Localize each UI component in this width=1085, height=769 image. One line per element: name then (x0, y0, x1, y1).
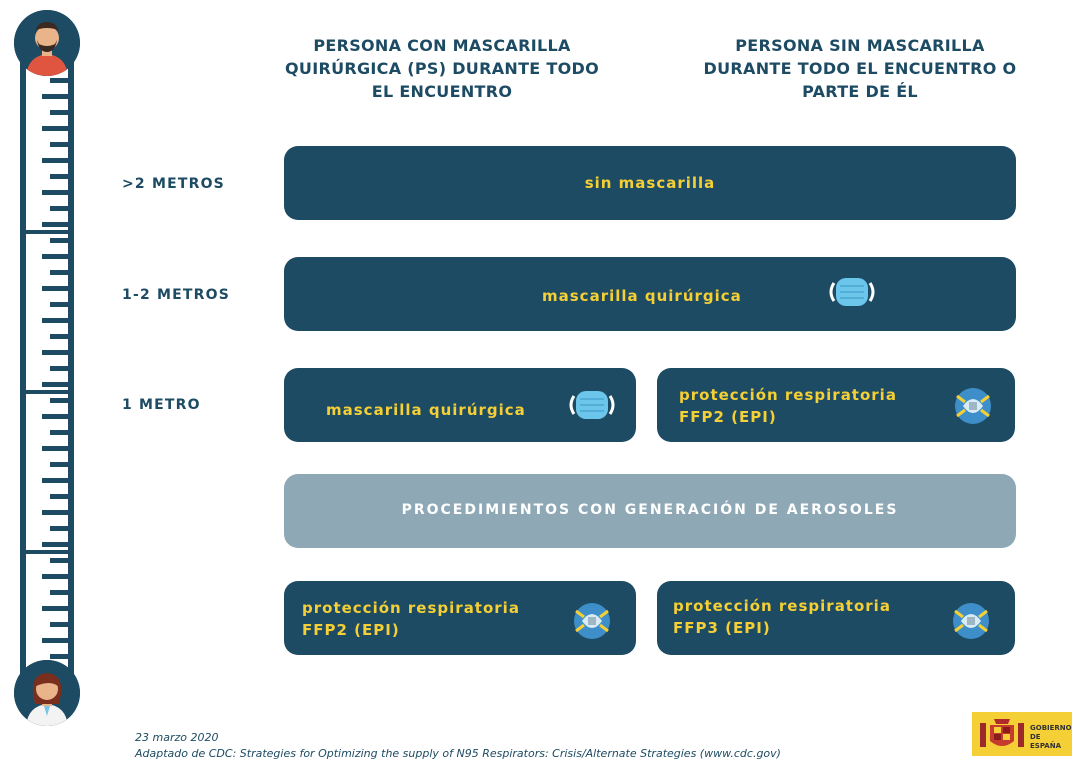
footer-source: Adaptado de CDC: Strategies for Optimizi… (135, 747, 781, 760)
ruler-tick (50, 206, 68, 211)
ruler-tick (50, 174, 68, 179)
gobierno-espana-logo: GOBIERNO DE ESPAÑA (972, 712, 1072, 756)
surgical-mask-icon (826, 275, 878, 309)
ruler-tick (50, 558, 68, 563)
ruler-tick (42, 94, 68, 99)
ruler-tick (42, 542, 68, 547)
ruler-tick (42, 254, 68, 259)
ruler-tick (50, 494, 68, 499)
header-without-mask: PERSONA SIN MASCARILLA DURANTE TODO EL E… (703, 36, 1017, 101)
ruler-tick (50, 110, 68, 115)
ruler-tick (42, 382, 68, 387)
ruler-tick (50, 270, 68, 275)
respirator-icon (572, 601, 612, 641)
panel-aerosoles-text: PROCEDIMIENTOS CON GENERACIÓN DE AEROSOL… (401, 502, 899, 518)
ruler-tick (50, 238, 68, 243)
ruler-section-divider (26, 550, 68, 554)
ruler-tick (42, 478, 68, 483)
ruler-tick (50, 462, 68, 467)
panel-aerosoles: PROCEDIMIENTOS CON GENERACIÓN DE AEROSOL… (284, 474, 1016, 548)
footer-date: 23 marzo 2020 (135, 731, 219, 744)
ruler-tick (50, 334, 68, 339)
panel-sin-mascarilla: sin mascarilla (284, 146, 1016, 220)
panel-mascarilla-left: mascarilla quirúrgica (284, 368, 636, 442)
panel-mascarilla-wide-text: mascarilla quirúrgica (542, 287, 742, 305)
ruler-tick (42, 606, 68, 611)
surgical-mask-icon (566, 388, 618, 422)
ruler-tick (50, 78, 68, 83)
ruler-tick (42, 222, 68, 227)
panel-sin-mascarilla-text: sin mascarilla (584, 174, 716, 192)
ruler-tick (42, 414, 68, 419)
distance-ruler (20, 60, 74, 680)
ruler-tick (42, 638, 68, 643)
ruler-tick (42, 350, 68, 355)
ruler-tick (50, 142, 68, 147)
doctor-avatar-icon (14, 660, 80, 726)
ruler-tick (42, 446, 68, 451)
ruler-tick (50, 654, 68, 659)
ruler-tick (42, 286, 68, 291)
panel-ffp2-right-line2: FFP2 (EPI) (679, 408, 777, 426)
gobierno-line1: GOBIERNO (1030, 724, 1072, 732)
person-avatar-icon (14, 10, 80, 76)
respirator-icon (951, 601, 991, 641)
ruler-tick (42, 190, 68, 195)
ruler-tick (50, 398, 68, 403)
row-label-over-2m: >2 METROS (122, 176, 225, 192)
ruler-tick (50, 526, 68, 531)
gobierno-text: GOBIERNO DE ESPAÑA (1030, 724, 1072, 751)
ruler-section-divider (26, 390, 68, 394)
ruler-section-divider (26, 230, 68, 234)
ruler-tick (42, 126, 68, 131)
ruler-tick (42, 318, 68, 323)
panel-ffp3-line1: protección respiratoria (673, 597, 891, 615)
panel-ffp2-left-text: protección respiratoria FFP2 (EPI) (302, 597, 520, 641)
panel-ffp3-line2: FFP3 (EPI) (673, 619, 771, 637)
panel-ffp2-left-line2: FFP2 (EPI) (302, 621, 400, 639)
ruler-tick (50, 366, 68, 371)
gobierno-line2: DE ESPAÑA (1030, 733, 1062, 750)
panel-mascarilla-wide: mascarilla quirúrgica (284, 257, 1016, 331)
ruler-tick (50, 430, 68, 435)
ruler-tick (42, 158, 68, 163)
ruler-tick (50, 302, 68, 307)
row-label-1-2m: 1-2 METROS (122, 287, 230, 303)
panel-ffp2-left: protección respiratoria FFP2 (EPI) (284, 581, 636, 655)
panel-ffp2-right-line1: protección respiratoria (679, 386, 897, 404)
ruler-tick (42, 574, 68, 579)
header-with-mask: PERSONA CON MASCARILLA QUIRÚRGICA (PS) D… (285, 36, 599, 101)
row-label-1m: 1 METRO (122, 397, 201, 413)
panel-ffp3-text: protección respiratoria FFP3 (EPI) (673, 595, 891, 639)
ruler-tick (50, 590, 68, 595)
coat-of-arms-icon (980, 719, 1024, 747)
panel-ffp2-right-text: protección respiratoria FFP2 (EPI) (679, 384, 897, 428)
panel-ffp2-right: protección respiratoria FFP2 (EPI) (657, 368, 1015, 442)
respirator-icon (953, 386, 993, 426)
panel-ffp2-left-line1: protección respiratoria (302, 599, 520, 617)
panel-ffp3: protección respiratoria FFP3 (EPI) (657, 581, 1015, 655)
ruler-tick (42, 510, 68, 515)
panel-mascarilla-left-text: mascarilla quirúrgica (326, 401, 526, 419)
ruler-tick (50, 622, 68, 627)
